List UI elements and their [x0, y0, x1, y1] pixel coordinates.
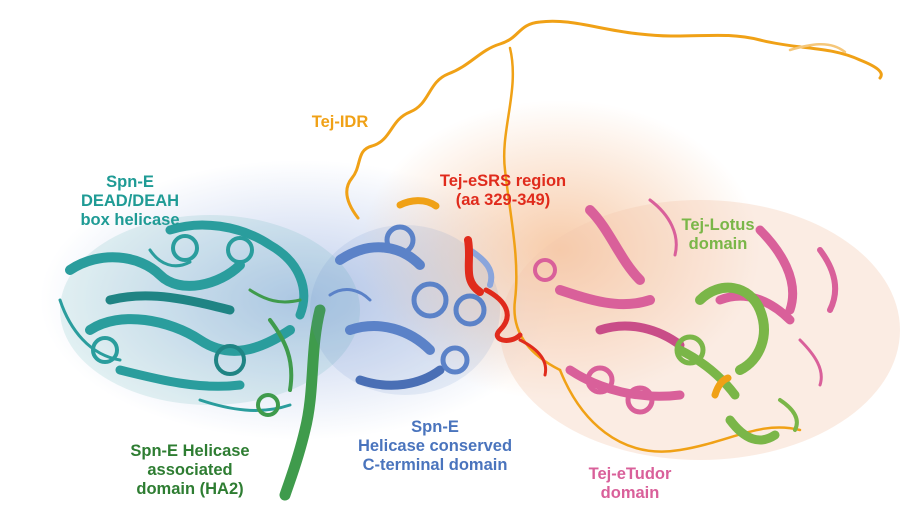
ctd-domain [310, 224, 500, 395]
ha2-label-line1: Spn-E Helicase [130, 442, 250, 460]
lotus-label-line2: domain [688, 235, 748, 253]
ctd-label-line2: Helicase conserved [357, 437, 513, 455]
dead-box-label-line2: DEAD/DEAH [80, 192, 180, 210]
esrs-label-line2: (aa 329-349) [455, 191, 551, 209]
dead-box-label: Spn-E DEAD/DEAH box helicase [50, 173, 210, 230]
ha2-label-line3: domain (HA2) [136, 480, 244, 498]
ctd-label-line3: C-terminal domain [362, 456, 508, 474]
esrs-label: Tej-eSRS region (aa 329-349) [418, 172, 588, 210]
etudor-label: Tej-eTudor domain [575, 465, 685, 503]
etudor-domain [533, 198, 839, 415]
dead-box-label-line3: box helicase [80, 211, 180, 229]
ha2-domain [248, 288, 326, 501]
ctd-label: Spn-E Helicase conserved C-terminal doma… [340, 418, 530, 475]
esrs-label-line1: Tej-eSRS region [439, 172, 567, 190]
ctd-label-line1: Spn-E [411, 418, 459, 436]
ha2-label: Spn-E Helicase associated domain (HA2) [110, 442, 270, 499]
lotus-label: Tej-Lotus domain [668, 216, 768, 254]
dead-box-label-line1: Spn-E [106, 173, 154, 191]
dead-box-domain [58, 215, 360, 412]
lotus-domain [674, 282, 799, 445]
idr-label-line1: Tej-IDR [311, 113, 369, 131]
idr-label: Tej-IDR [300, 113, 380, 132]
esrs-region [464, 236, 548, 377]
lotus-label-line1: Tej-Lotus [681, 216, 755, 234]
pink-glow [500, 200, 900, 460]
etudor-label-line1: Tej-eTudor [588, 465, 672, 483]
orange-glow [360, 100, 760, 400]
ha2-label-line2: associated [147, 461, 233, 479]
etudor-label-line2: domain [600, 484, 660, 502]
